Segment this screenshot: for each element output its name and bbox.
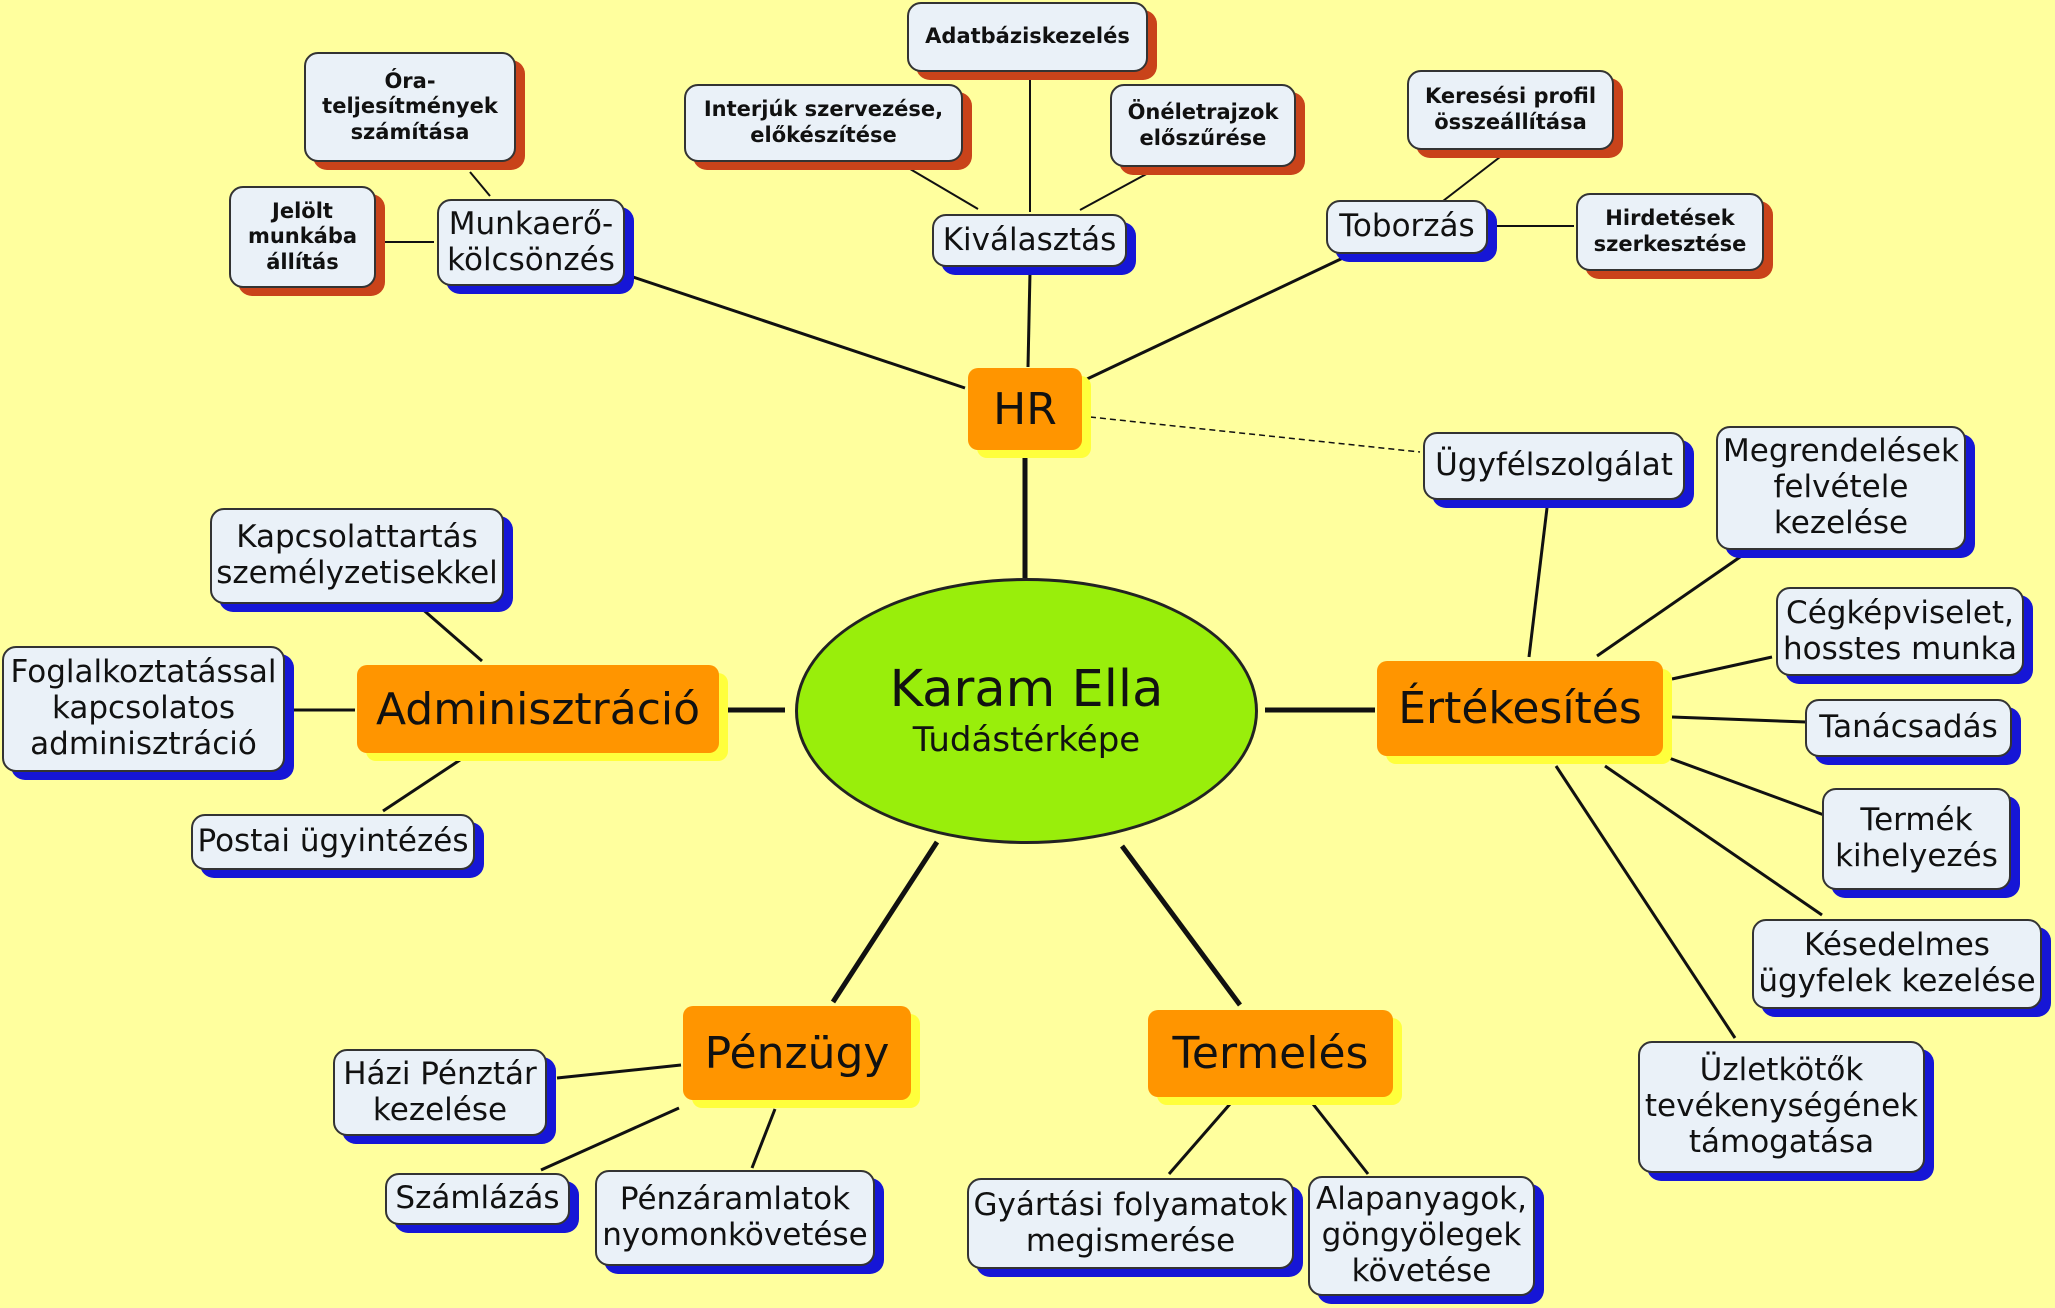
node-label: Foglalkoztatással kapcsolatos adminisztr… (10, 654, 277, 762)
topic-hr: HR (968, 368, 1082, 450)
node-szamlazas: Számlázás (385, 1173, 570, 1225)
node-label: Termék kihelyezés (1835, 802, 1998, 874)
node-megrendelesek: Megrendelések felvétele kezelése (1716, 426, 1966, 550)
node-munkaero-kolcsonzes: Munkaerő- kölcsönzés (437, 199, 625, 286)
connector-center-finance (830, 840, 940, 1004)
node-tanacsadas: Tanácsadás (1805, 699, 2012, 757)
connector-production-alapanyagok (1311, 1103, 1370, 1175)
topic-sales: Értékesítés (1377, 661, 1663, 756)
node-label: Pénzügy (704, 1027, 890, 1079)
node-kivalasztas: Kiválasztás (932, 214, 1127, 267)
connector-sales-kesedelmes (1604, 764, 1823, 917)
connector-sales-uzletkotok (1554, 765, 1737, 1039)
topic-admin: Adminisztráció (357, 665, 719, 753)
connector-toborzas-keresesi (1442, 156, 1501, 202)
node-label: HR (993, 383, 1057, 435)
node-foglalkoztatas-adminisztracio: Foglalkoztatással kapcsolatos adminisztr… (2, 646, 285, 772)
connector-admin-kapcsolattartas (419, 605, 483, 663)
connector-sales-megrendelesek (1596, 553, 1744, 658)
topic-production: Termelés (1148, 1010, 1393, 1097)
connector-kivalasztas-oneletrajz (1079, 171, 1151, 211)
node-label: Késedelmes ügyfelek kezelése (1758, 927, 2036, 999)
connector-sales-termek (1668, 756, 1825, 817)
node-label: Kiválasztás (942, 221, 1117, 258)
node-label: Cégképviselet, hosstes munka (1782, 594, 2018, 667)
node-label: Önéletrajzok előszűrése (1127, 99, 1279, 150)
node-label: Pénzáramlatok nyomonkövetése (602, 1181, 868, 1253)
node-postai-ugyintezes: Postai ügyintézés (191, 814, 475, 870)
node-hazi-penztar: Házi Pénztár kezelése (333, 1049, 547, 1136)
node-label: Interjúk szervezése, előkészítése (703, 97, 944, 147)
node-penzaramlatok: Pénzáramlatok nyomonkövetése (595, 1170, 875, 1266)
node-ugyfelszolgalat: Ügyfélszolgálat (1423, 432, 1685, 500)
node-label: Postai ügyintézés (197, 823, 469, 860)
node-uzletkotok-tamogatasa: Üzletkötők tevékenységének támogatása (1638, 1041, 1925, 1173)
node-hirdetesek-szerkesztese: Hirdetések szerkesztése (1576, 193, 1764, 271)
connector-production-gyartasi (1167, 1103, 1232, 1175)
node-label: Munkaerő- kölcsönzés (447, 205, 615, 278)
node-label: Jelölt munkába állítás (247, 198, 358, 274)
node-label: Toborzás (1339, 208, 1475, 245)
node-oneletrajzok-eloszurese: Önéletrajzok előszűrése (1110, 84, 1296, 167)
central-subtitle: Tudástérképe (912, 719, 1141, 760)
node-toborzas: Toborzás (1326, 200, 1488, 254)
node-label: Számlázás (395, 1180, 560, 1217)
node-label: Adminisztráció (375, 683, 701, 735)
node-label: Megrendelések felvétele kezelése (1723, 433, 1959, 541)
node-label: Kapcsolattartás személyzetisekkel (216, 519, 498, 591)
connector-hr-ugyfelszolgalat (1089, 416, 1421, 453)
node-label: Üzletkötők tevékenységének támogatása (1644, 1052, 1919, 1160)
node-label: Óra- teljesítmények számítása (322, 68, 498, 144)
connector-sales-cegkep (1671, 655, 1773, 681)
connector-sales-tanacsadas (1671, 715, 1807, 724)
topic-finance: Pénzügy (683, 1006, 911, 1100)
connector-sales-ugyfelszolgalat (1527, 507, 1549, 658)
node-gyartasi-folyamatok: Gyártási folyamatok megismerése (967, 1178, 1294, 1269)
connector-hr-kivalasztas (1026, 271, 1032, 368)
node-label: Házi Pénztár kezelése (343, 1055, 537, 1128)
connector-finance-szamlazas (540, 1106, 680, 1172)
connector-hr-toborzas (1084, 255, 1346, 382)
connector-hr-munkaero (629, 274, 966, 390)
connector-finance-penzaramlatok (750, 1108, 777, 1169)
node-kesedelmes-ugyfelek: Késedelmes ügyfelek kezelése (1752, 919, 2042, 1009)
node-label: Hirdetések szerkesztése (1593, 206, 1747, 256)
node-alapanyagok: Alapanyagok, göngyölegek követése (1308, 1176, 1535, 1296)
node-kapcsolattartas: Kapcsolattartás személyzetisekkel (210, 508, 504, 604)
node-label: Ügyfélszolgálat (1435, 447, 1673, 484)
connector-admin-postai (382, 758, 461, 813)
connector-kivalasztas-interjuk (904, 165, 979, 210)
node-label: Termelés (1172, 1028, 1369, 1079)
node-label: Adatbáziskezelés (925, 24, 1130, 49)
node-label: Alapanyagok, göngyölegek követése (1316, 1181, 1527, 1289)
central-topic: Karam Ella Tudástérképe (795, 578, 1258, 844)
connector-munkaero-oratelj (469, 171, 491, 197)
node-ora-teljesitmenyek: Óra- teljesítmények számítása (304, 52, 516, 162)
node-keresesi-profil: Keresési profil összeállítása (1407, 70, 1614, 150)
node-label: Tanácsadás (1819, 709, 1998, 746)
node-label: Értékesítés (1398, 683, 1642, 734)
node-termek-kihelyezes: Termék kihelyezés (1822, 788, 2011, 890)
connector-center-production (1119, 844, 1243, 1007)
central-title: Karam Ella (889, 660, 1164, 720)
node-label: Keresési profil összeállítása (1424, 84, 1597, 134)
node-label: Gyártási folyamatok megismerése (973, 1186, 1288, 1259)
node-cegkepviselet: Cégképviselet, hosstes munka (1776, 587, 2024, 676)
connector-finance-hazi (556, 1063, 682, 1080)
node-adatbaziskezeles: Adatbáziskezelés (907, 2, 1148, 72)
node-interjuk-szervezese: Interjúk szervezése, előkészítése (684, 84, 963, 162)
node-jelolt-munkaba-allitas: Jelölt munkába állítás (229, 186, 376, 288)
